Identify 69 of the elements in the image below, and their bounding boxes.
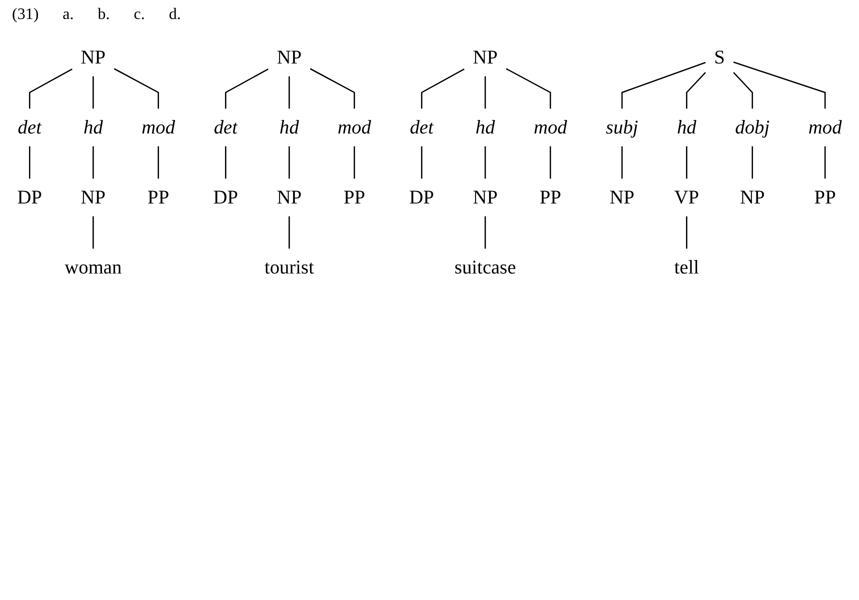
connector: [686, 146, 688, 179]
node-text: mod: [338, 116, 372, 138]
node-text: DP: [409, 186, 434, 208]
connector: [92, 76, 94, 109]
connector: [29, 68, 72, 109]
connector: [733, 62, 826, 109]
node-text: mod: [808, 116, 842, 138]
node-text: NP: [80, 186, 106, 208]
connector: [484, 216, 486, 249]
node-text: mod: [142, 116, 176, 138]
node-text: mod: [534, 116, 568, 138]
node-text: NP: [276, 46, 302, 68]
connector: [225, 68, 269, 109]
node-text: det: [410, 116, 434, 138]
node-text: hd: [476, 116, 495, 138]
node-text: hd: [676, 116, 696, 138]
connector: [158, 146, 159, 179]
node-text: S: [714, 46, 725, 68]
node-text: PP: [344, 186, 366, 208]
connector: [621, 62, 706, 109]
example-label: a.: [62, 6, 74, 24]
node-text: NP: [472, 46, 498, 68]
connector: [354, 146, 356, 179]
connector: [550, 146, 552, 179]
connector: [92, 216, 94, 249]
connector: [686, 216, 688, 249]
connector: [733, 72, 753, 109]
connector: [421, 146, 422, 179]
node-text: DP: [17, 186, 42, 208]
connector: [310, 68, 356, 109]
connector: [225, 146, 226, 179]
connector: [288, 76, 290, 109]
node-text: tourist: [264, 256, 314, 278]
node-text: subj: [606, 116, 638, 138]
example-label: (31): [12, 6, 39, 24]
node-text: NP: [610, 186, 634, 208]
connector: [621, 146, 623, 179]
example-label: b.: [98, 6, 110, 24]
example-label: d.: [168, 6, 181, 24]
connector: [29, 146, 30, 179]
node-text: hd: [84, 116, 103, 138]
node-text: NP: [472, 186, 498, 208]
connector: [288, 146, 290, 179]
example-label: c.: [134, 6, 145, 24]
node-text: hd: [280, 116, 299, 138]
connector: [114, 68, 159, 109]
node-text: NP: [80, 46, 106, 68]
node-text: suitcase: [454, 256, 516, 278]
node-text: PP: [814, 186, 836, 208]
node-text: det: [214, 116, 238, 138]
node-text: PP: [148, 186, 170, 208]
connector: [484, 146, 486, 179]
connector: [421, 68, 465, 109]
node-text: DP: [213, 186, 238, 208]
node-text: det: [18, 116, 42, 138]
connector: [752, 146, 753, 179]
connector: [288, 216, 290, 249]
node-text: tell: [674, 256, 700, 278]
node-text: VP: [674, 186, 700, 208]
connector: [686, 72, 706, 109]
node-text: PP: [540, 186, 562, 208]
node-text: dobj: [735, 116, 770, 138]
connector: [506, 68, 552, 109]
node-text: woman: [64, 256, 122, 278]
connector: [92, 146, 94, 179]
node-text: NP: [276, 186, 302, 208]
connector: [484, 76, 486, 109]
connector: [824, 146, 826, 179]
node-text: NP: [740, 186, 765, 208]
